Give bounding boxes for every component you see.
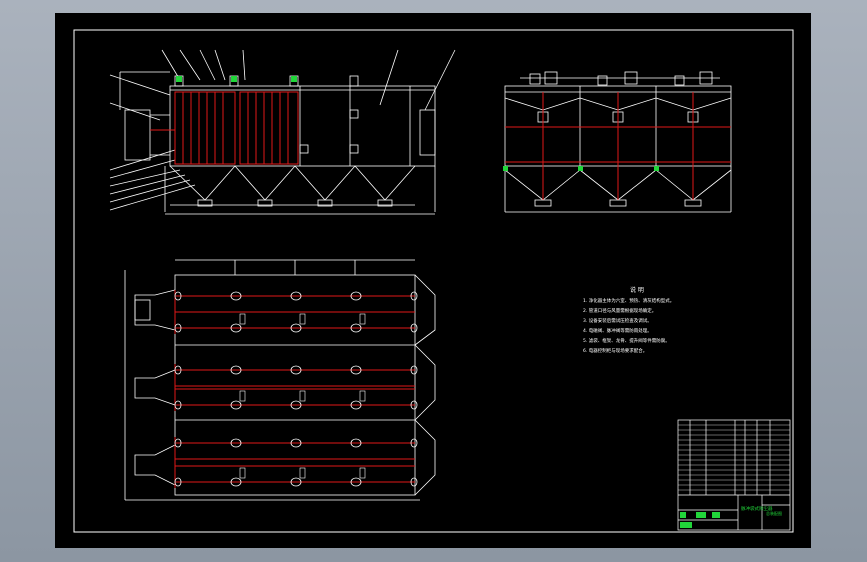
pulse-valve-icon xyxy=(299,467,306,479)
pulse-valve-icon xyxy=(359,467,366,479)
valve-icon xyxy=(174,400,182,410)
side-view-markers xyxy=(503,166,659,171)
filter-bags-front xyxy=(150,91,299,165)
note-6: 6. 电器控制柜与现场要求配合。 xyxy=(583,347,647,354)
valve-icon xyxy=(350,291,362,301)
valve-icon xyxy=(230,438,242,448)
pulse-valve-icon xyxy=(359,390,366,402)
valve-icon xyxy=(410,477,418,487)
title-green-fills xyxy=(680,512,720,528)
pulse-valve-icon xyxy=(299,390,306,402)
valve-icon xyxy=(350,323,362,333)
valve-icon xyxy=(410,365,418,375)
pulse-valve-icon xyxy=(239,313,246,325)
valve-markers-front xyxy=(176,76,297,82)
valve-icon xyxy=(230,400,242,410)
valve-icon xyxy=(350,400,362,410)
valve-icon xyxy=(290,438,302,448)
note-4: 4. 电磁阀、脉冲阀等需防雨处理。 xyxy=(583,327,652,334)
note-5: 5. 滤袋、框架、龙骨、提升阀等件需防腐。 xyxy=(583,337,670,344)
drawing-border xyxy=(73,29,794,533)
valve-icon xyxy=(290,365,302,375)
note-2: 2. 管道口径与风量需根据现场确定。 xyxy=(583,307,656,314)
valve-icon xyxy=(290,323,302,333)
side-view-red-lines xyxy=(505,92,731,200)
title-block-text: 脉冲袋式除尘器 总装配图 xyxy=(741,505,782,516)
valve-icon xyxy=(410,291,418,301)
valve-icon xyxy=(410,400,418,410)
valve-icon xyxy=(174,323,182,333)
note-3: 3. 设备安装后需试压检查及调试。 xyxy=(583,317,652,324)
valve-icon xyxy=(174,477,182,487)
notes-block: 说 明 1. 净化器主体为六室、预热、清灰结构型式。 2. 管道口径与风量需根据… xyxy=(583,286,674,354)
valve-icon xyxy=(230,291,242,301)
valve-icon xyxy=(230,365,242,375)
title-block xyxy=(677,419,791,531)
valve-icon xyxy=(350,477,362,487)
plan-valves xyxy=(174,291,418,487)
valve-icon xyxy=(230,323,242,333)
pulse-valve-icon xyxy=(239,467,246,479)
drawing-number: 总装配图 xyxy=(766,510,782,516)
valve-icon xyxy=(174,365,182,375)
valve-icon xyxy=(350,438,362,448)
valve-icon xyxy=(410,323,418,333)
valve-icon xyxy=(350,365,362,375)
front-elevation-view xyxy=(109,49,456,215)
valve-icon xyxy=(230,477,242,487)
valve-icon xyxy=(290,400,302,410)
title-text: 脉冲袋式除尘器 xyxy=(741,505,773,512)
pulse-valve-icon xyxy=(239,390,246,402)
valve-icon xyxy=(174,438,182,448)
parts-list-rows xyxy=(678,424,790,491)
valve-icon xyxy=(290,477,302,487)
valve-icon xyxy=(174,291,182,301)
pulse-valve-icon xyxy=(299,313,306,325)
valve-icon xyxy=(290,291,302,301)
valve-icon xyxy=(410,438,418,448)
note-1: 1. 净化器主体为六室、预热、清灰结构型式。 xyxy=(583,297,674,304)
notes-heading: 说 明 xyxy=(630,286,644,294)
pulse-valve-icon xyxy=(359,313,366,325)
